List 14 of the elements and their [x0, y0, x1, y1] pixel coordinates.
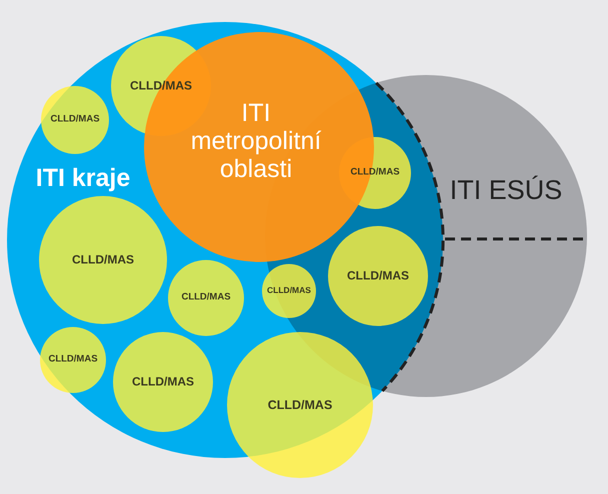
bubble-label: CLLD/MAS [181, 292, 231, 304]
bubble-label: CLLD/MAS [350, 168, 400, 178]
bubble-circle [168, 260, 244, 336]
bubble-label: CLLD/MAS [48, 354, 98, 366]
region-label: ITI ESÚS [450, 174, 562, 206]
bubble-label: CLLD/MAS [267, 286, 311, 296]
region-label: ITI metropolitní oblasti [190, 99, 322, 183]
region-label: ITI kraje [36, 164, 130, 192]
bubble-label: CLLD/MAS [347, 269, 409, 283]
bubble-label: CLLD/MAS [130, 79, 192, 93]
bubble-label: CLLD/MAS [268, 398, 332, 412]
bubble-label: CLLD/MAS [72, 253, 134, 267]
bubble-label: CLLD/MAS [132, 375, 194, 389]
bubble-label: CLLD/MAS [50, 114, 100, 126]
